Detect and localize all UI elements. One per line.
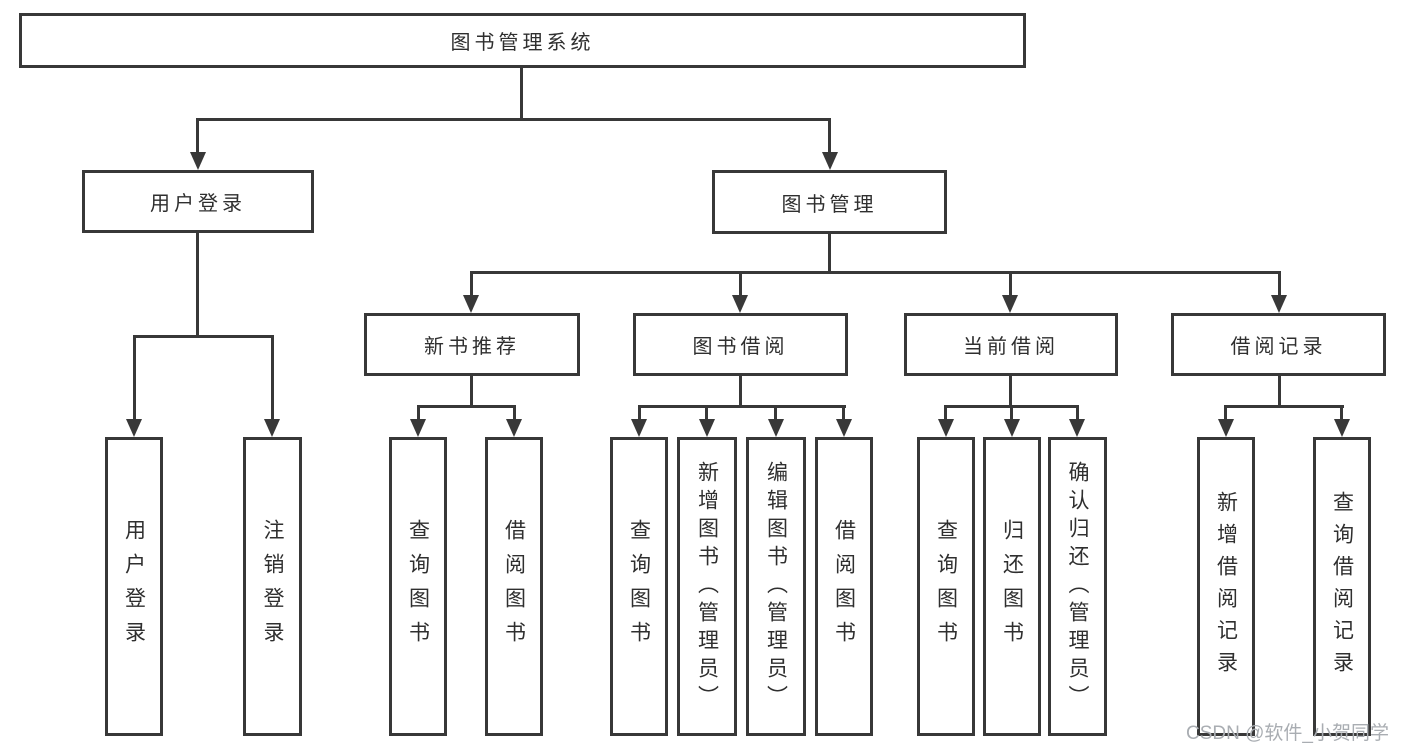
connector-arrow	[768, 419, 784, 437]
leaf-label: 借阅图书	[832, 518, 856, 655]
leaf-label: 新增图书（管理员）	[695, 460, 719, 713]
connector-line	[513, 405, 516, 421]
connector-line	[271, 335, 274, 421]
connector-line	[417, 405, 420, 421]
leaf-label: 注销登录	[261, 518, 284, 655]
leaf-label: 查询图书	[406, 518, 430, 655]
connector-line	[1340, 405, 1343, 421]
connector-arrow	[463, 295, 479, 313]
connector-arrow	[126, 419, 142, 437]
connector-line	[739, 271, 742, 297]
connector-arrow	[732, 295, 748, 313]
leaf-label: 借阅图书	[502, 518, 526, 655]
connector-line	[1009, 271, 1012, 297]
leaf-return-books: 归还图书	[983, 437, 1041, 736]
leaf-user-login: 用户登录	[105, 437, 163, 736]
connector-line	[1010, 405, 1013, 421]
connector-line	[1224, 405, 1227, 421]
connector-line	[638, 405, 846, 408]
connector-line	[842, 405, 845, 421]
connector-line	[944, 405, 947, 421]
connector-line	[133, 335, 136, 421]
leaf-logout: 注销登录	[243, 437, 302, 736]
leaf-label: 查询图书	[934, 518, 958, 655]
leaf-add-borrow-record: 新增借阅记录	[1197, 437, 1255, 736]
connector-arrow	[1334, 419, 1350, 437]
node-book-borrow-label: 图书借阅	[692, 336, 789, 358]
node-root: 图书管理系统	[19, 13, 1026, 68]
watermark: CSDN @软件_小贺同学	[1186, 723, 1389, 744]
connector-line	[520, 66, 523, 121]
connector-arrow	[506, 419, 522, 437]
node-root-label: 图书管理系统	[450, 32, 595, 54]
node-book-management: 图书管理	[712, 170, 947, 234]
connector-line	[133, 335, 274, 338]
leaf-recommend-borrow-books: 借阅图书	[485, 437, 543, 736]
connector-line	[470, 271, 1281, 274]
connector-arrow	[410, 419, 426, 437]
connector-arrow	[1218, 419, 1234, 437]
node-current-borrow-label: 当前借阅	[963, 336, 1059, 358]
leaf-label: 归还图书	[1000, 518, 1024, 655]
connector-line	[196, 118, 199, 156]
connector-arrow	[699, 419, 715, 437]
leaf-label: 新增借阅记录	[1214, 490, 1238, 683]
leaf-edit-books-admin: 编辑图书（管理员）	[746, 437, 806, 736]
node-current-borrow: 当前借阅	[904, 313, 1118, 376]
leaf-query-borrow-record: 查询借阅记录	[1313, 437, 1371, 736]
connector-line	[196, 231, 199, 337]
node-new-book-recommend: 新书推荐	[364, 313, 580, 376]
connector-line	[1278, 271, 1281, 297]
node-new-book-recommend-label: 新书推荐	[424, 336, 520, 358]
connector-line	[739, 374, 742, 407]
node-book-management-label: 图书管理	[781, 193, 878, 216]
connector-line	[470, 374, 473, 407]
connector-line	[417, 405, 516, 408]
leaf-borrow-books: 借阅图书	[815, 437, 873, 736]
leaf-label: 查询借阅记录	[1330, 490, 1354, 683]
connector-line	[638, 405, 641, 421]
leaf-current-query-books: 查询图书	[917, 437, 975, 736]
node-borrow-records-label: 借阅记录	[1230, 336, 1327, 358]
connector-arrow	[190, 152, 206, 170]
connector-arrow	[938, 419, 954, 437]
leaf-borrow-query-books: 查询图书	[610, 437, 668, 736]
connector-line	[1076, 405, 1079, 421]
leaf-label: 用户登录	[122, 518, 146, 655]
connector-line	[705, 405, 708, 421]
connector-arrow	[631, 419, 647, 437]
connector-arrow	[822, 152, 838, 170]
connector-arrow	[1002, 295, 1018, 313]
connector-line	[828, 118, 831, 156]
connector-arrow	[1004, 419, 1020, 437]
connector-line	[1225, 405, 1344, 408]
node-user-login: 用户登录	[82, 170, 314, 233]
connector-arrow	[836, 419, 852, 437]
connector-arrow	[1271, 295, 1287, 313]
connector-line	[1278, 374, 1281, 407]
leaf-label: 查询图书	[627, 518, 651, 655]
connector-line	[1009, 374, 1012, 407]
connector-line	[774, 405, 777, 421]
leaf-label: 编辑图书（管理员）	[764, 460, 788, 713]
leaf-add-books-admin: 新增图书（管理员）	[677, 437, 737, 736]
leaf-recommend-query-books: 查询图书	[389, 437, 447, 736]
node-borrow-records: 借阅记录	[1171, 313, 1386, 376]
connector-line	[828, 232, 831, 274]
connector-line	[196, 118, 830, 121]
leaf-label: 确认归还（管理员）	[1066, 460, 1089, 713]
connector-line	[470, 271, 473, 297]
leaf-confirm-return-admin: 确认归还（管理员）	[1048, 437, 1107, 736]
node-user-login-label: 用户登录	[150, 193, 246, 215]
connector-arrow	[1069, 419, 1085, 437]
node-book-borrow: 图书借阅	[633, 313, 848, 376]
connector-arrow	[264, 419, 280, 437]
